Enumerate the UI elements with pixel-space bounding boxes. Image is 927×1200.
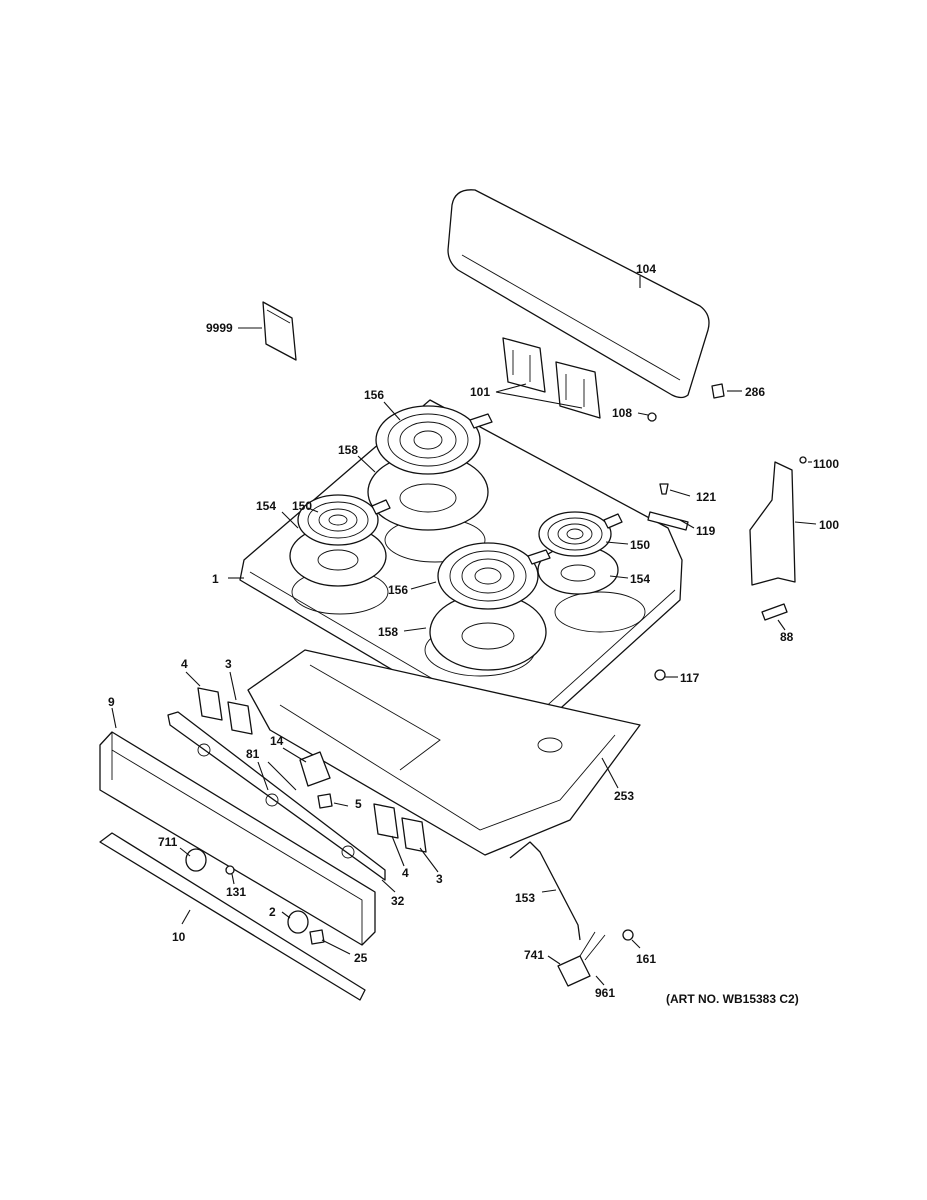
backsplash-part — [447, 189, 710, 399]
label-81: 81 — [246, 747, 260, 761]
infinite-switch-right-4 — [373, 803, 399, 839]
callout-labels: 104 9999 101 286 108 156 158 150 154 1 1… — [108, 262, 839, 1006]
label-25: 25 — [354, 951, 368, 965]
label-121: 121 — [696, 490, 716, 504]
label-14: 14 — [270, 734, 284, 748]
terminal-block — [557, 931, 606, 987]
label-32: 32 — [391, 894, 405, 908]
coil-element-rear — [375, 405, 493, 475]
label-161: 161 — [636, 952, 656, 966]
label-9999: 9999 — [206, 321, 233, 335]
label-100: 100 — [819, 518, 839, 532]
label-150-right: 150 — [630, 538, 650, 552]
mounting-bracket — [167, 711, 386, 881]
side-trim — [749, 461, 796, 586]
label-1: 1 — [212, 572, 219, 586]
nut-117 — [654, 669, 666, 681]
leader-lines — [111, 276, 817, 986]
label-253: 253 — [614, 789, 634, 803]
coil-element-left — [297, 494, 391, 546]
burner-box — [247, 649, 641, 856]
label-108: 108 — [612, 406, 632, 420]
bracket-119 — [647, 511, 689, 531]
rod-153 — [509, 841, 581, 941]
label-153: 153 — [515, 891, 535, 905]
label-961: 961 — [595, 986, 615, 1000]
instructions-sheet — [262, 301, 297, 361]
label-741: 741 — [524, 948, 544, 962]
screw-1100 — [799, 456, 807, 464]
coil-element-right — [538, 511, 623, 557]
label-158-front: 158 — [378, 625, 398, 639]
label-154-right: 154 — [630, 572, 650, 586]
label-104: 104 — [636, 262, 656, 276]
label-10: 10 — [172, 930, 186, 944]
label-5: 5 — [355, 797, 362, 811]
label-101: 101 — [470, 385, 490, 399]
label-150-left: 150 — [292, 499, 312, 513]
label-156-rear: 156 — [364, 388, 384, 402]
label-4-right: 4 — [402, 866, 409, 880]
clip-part — [711, 383, 725, 399]
knob-2 — [287, 910, 309, 934]
label-119: 119 — [696, 524, 716, 538]
nut-161 — [622, 929, 634, 941]
lamp-5 — [317, 793, 333, 809]
infinite-switch-left-3 — [227, 701, 253, 735]
label-3-left: 3 — [225, 657, 232, 671]
art-number: (ART NO. WB15383 C2) — [666, 992, 799, 1006]
lamp-25 — [309, 929, 325, 945]
label-4-left: 4 — [181, 657, 188, 671]
part-131 — [225, 865, 235, 875]
knob-711 — [185, 848, 207, 872]
infinite-switch-left-4 — [197, 687, 223, 721]
screw-108 — [647, 412, 657, 422]
label-1100: 1100 — [813, 457, 839, 471]
trim-strip — [99, 832, 366, 1001]
infinite-switch-right-3 — [401, 817, 427, 853]
label-154-left: 154 — [256, 499, 276, 513]
label-117: 117 — [680, 671, 700, 685]
part-88 — [761, 603, 788, 621]
label-286: 286 — [745, 385, 765, 399]
control-panel — [99, 731, 376, 946]
label-131: 131 — [226, 885, 246, 899]
label-156-front: 156 — [388, 583, 408, 597]
label-711: 711 — [158, 835, 178, 849]
coil-element-front — [437, 542, 551, 610]
label-88: 88 — [780, 630, 794, 644]
label-9: 9 — [108, 695, 115, 709]
label-158-rear: 158 — [338, 443, 358, 457]
screw-121 — [659, 483, 669, 495]
switch-14 — [299, 751, 331, 787]
label-3-right: 3 — [436, 872, 443, 886]
bracket-pair — [502, 337, 601, 419]
drip-pan-front — [429, 593, 547, 671]
label-2: 2 — [269, 905, 276, 919]
